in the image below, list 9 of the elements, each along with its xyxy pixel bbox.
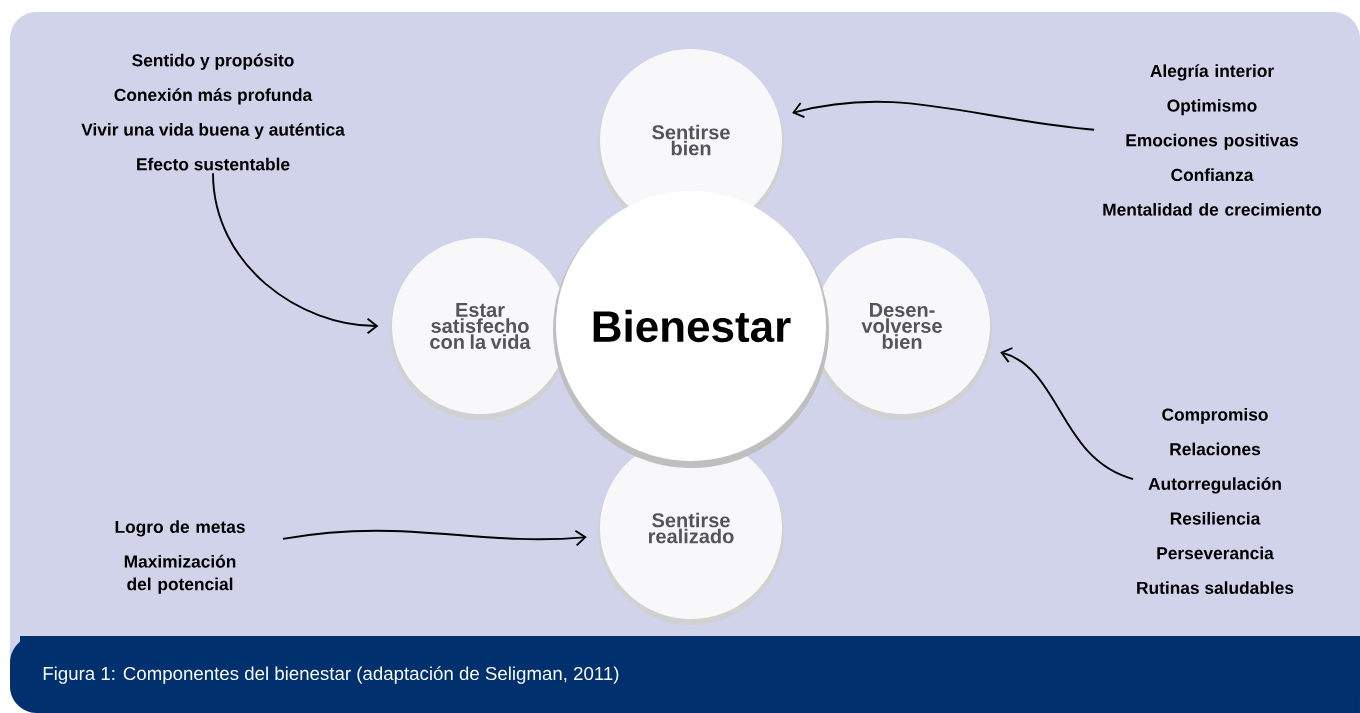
curved-arrow	[1000, 347, 1135, 480]
curved-arrow	[282, 529, 587, 547]
caption-band: Figura 1: Componentes del bienestar (adaptación de Seligman, 2011)	[10, 636, 1360, 713]
curved-arrow	[792, 100, 1095, 131]
text-list: Alegría interior Optimismo Emociones positivas Confianza Mentalidad de crecimiento	[1103, 64, 1322, 216]
text-list: Logro de metas Maximización del potencial	[115, 520, 245, 594]
text-list: Sentido y propósito Conexión más profunda Vivir una vida buena y auténtica Efecto sustentable	[81, 53, 345, 171]
curved-arrow	[212, 172, 379, 335]
text-list: Compromiso Relaciones Autorregulación Resiliencia Perseverancia Rutinas saludables	[1137, 407, 1294, 594]
